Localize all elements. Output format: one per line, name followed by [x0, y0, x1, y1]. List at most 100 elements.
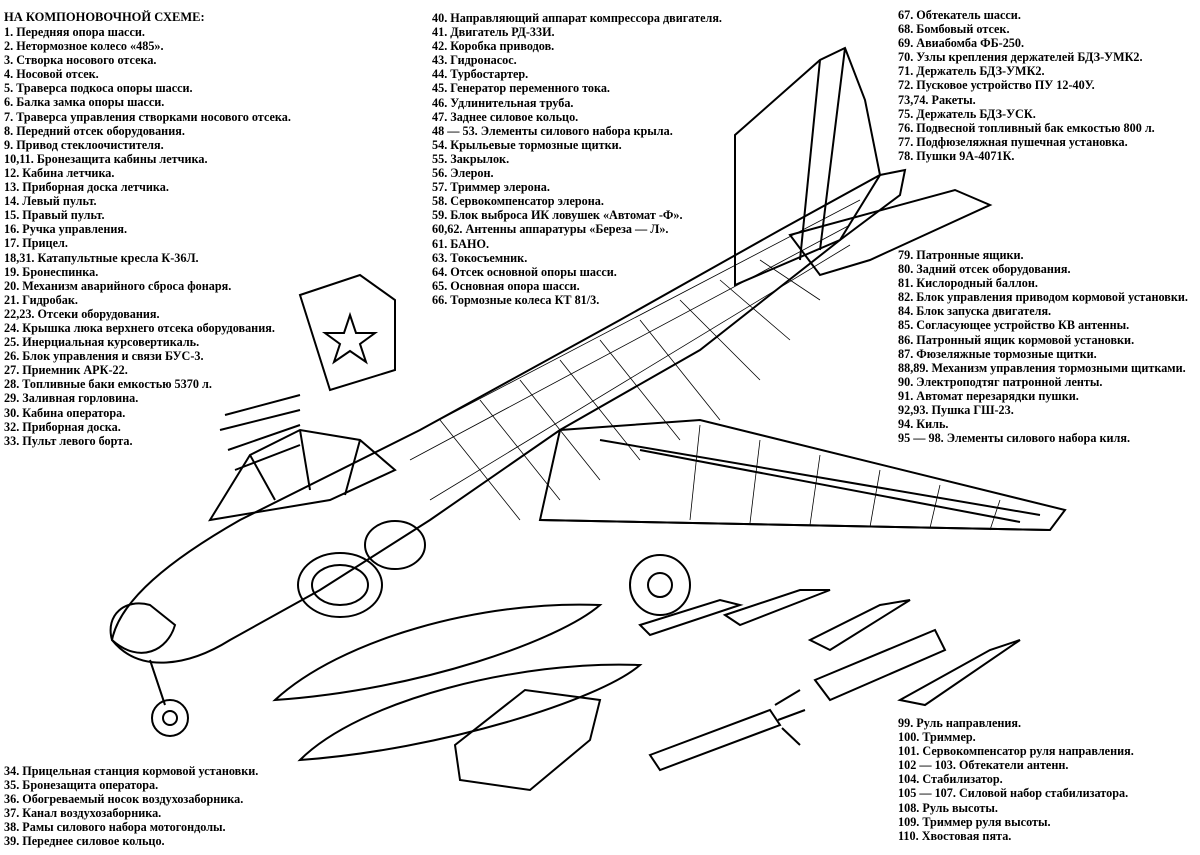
legend-item: 110. Хвостовая пята. — [898, 828, 1012, 843]
legend-heading: НА КОМПОНОВОЧНОЙ СХЕМЕ: — [4, 10, 205, 24]
legend-item: 85. Согласующее устройство КВ антенны. — [898, 318, 1130, 333]
legend-column-3: 67. Обтекатель шасси.68. Бомбовый отсек.… — [898, 8, 1155, 163]
drop-tank-2 — [297, 663, 643, 762]
legend-item: 36. Обогреваемый носок воздухозаборника. — [4, 792, 244, 807]
legend-item: 40. Направляющий аппарат компрессора дви… — [432, 11, 722, 25]
missile-3 — [807, 599, 911, 652]
legend-item: 69. Авиабомба ФБ-250. — [898, 36, 1025, 51]
drop-tank-1 — [272, 603, 603, 702]
legend-item: 73,74. Ракеты. — [898, 92, 976, 107]
legend-item: 55. Закрылок. — [432, 151, 510, 166]
legend-item: 39. Переднее силовое кольцо. — [4, 834, 165, 849]
legend-item: 45. Генератор переменного тока. — [432, 81, 610, 96]
legend-item: 65. Основная опора шасси. — [432, 278, 580, 293]
legend-item: 63. Токосъемник. — [432, 250, 528, 265]
legend-item: 61. БАНО. — [432, 236, 489, 251]
legend-item: 7. Траверса управления створками носовог… — [4, 109, 291, 124]
legend-item: 92,93. Пушка ГШ-23. — [898, 403, 1014, 418]
legend-item: 37. Канал воздухозаборника. — [4, 806, 162, 821]
legend-item: 30. Кабина оператора. — [4, 405, 126, 420]
legend-item: 87. Фюзеляжные тормозные щитки. — [898, 346, 1097, 361]
legend-item: 105 — 107. Силовой набор стабилизатора. — [898, 786, 1129, 801]
legend-item: 2. Нетормозное колесо «485». — [4, 39, 164, 54]
legend-item: 82. Блок управления приводом кормовой ус… — [898, 290, 1188, 305]
missile-1 — [638, 598, 744, 637]
legend-item: 48 — 53. Элементы силового набора крыла. — [432, 123, 673, 138]
legend-item: 67. Обтекатель шасси. — [898, 8, 1021, 22]
legend-item: 28. Топливные баки емкостью 5370 л. — [4, 377, 212, 392]
legend-item: 5. Траверса подкоса опоры шасси. — [4, 81, 193, 96]
cannon-pod — [453, 688, 602, 792]
legend-item: 59. Блок выброса ИК ловушек «Автомат -Ф»… — [432, 208, 683, 223]
legend-item: 32. Приборная доска. — [4, 419, 121, 434]
legend-item: 102 — 103. Обтекатели антенн. — [898, 758, 1069, 773]
legend-column-2: 40. Направляющий аппарат компрессора дви… — [432, 11, 722, 307]
legend-item: 99. Руль направления. — [898, 716, 1022, 730]
legend-item: 20. Механизм аварийного сброса фонаря. — [4, 278, 232, 293]
legend-item: 27. Приемник АРК-22. — [4, 363, 128, 378]
legend-item: 21. Гидробак. — [4, 292, 78, 307]
legend-item: 46. Удлинительная труба. — [432, 95, 574, 110]
legend-item: 1. Передняя опора шасси. — [4, 25, 145, 39]
legend-item: 90. Электроподтяг патронной ленты. — [898, 374, 1103, 389]
legend-item: 57. Триммер элерона. — [432, 180, 550, 195]
legend-item: 77. Подфюзеляжная пушечная установка. — [898, 134, 1128, 149]
legend-item: 109. Триммер руля высоты. — [898, 814, 1051, 829]
legend-item: 47. Заднее силовое кольцо. — [432, 109, 579, 124]
legend-item: 88,89. Механизм управления тормозными щи… — [898, 360, 1186, 375]
legend-column-6: 99. Руль направления.100. Триммер.101. С… — [898, 716, 1134, 843]
legend-item: 78. Пушки 9А-4071К. — [898, 148, 1015, 163]
legend-item: 66. Тормозные колеса КТ 81/3. — [432, 292, 600, 307]
main-wheel — [629, 554, 691, 616]
legend-item: 80. Задний отсек оборудования. — [898, 262, 1071, 277]
legend-item: 18,31. Катапультные кресла К-36Л. — [4, 250, 199, 265]
engine-intake — [297, 552, 383, 618]
vertical-fin — [734, 46, 882, 287]
horizontal-stabilizer — [788, 188, 993, 277]
legend-item: 6. Балка замка опоры шасси. — [4, 95, 165, 110]
legend-item: 104. Стабилизатор. — [898, 772, 1003, 787]
legend-item: 100. Триммер. — [898, 730, 976, 745]
fuel-pod — [813, 628, 947, 702]
bomb — [648, 708, 782, 772]
legend-item: 8. Передний отсек оборудования. — [4, 123, 185, 138]
legend-item: 56. Элерон. — [432, 166, 494, 181]
legend-item: 22,23. Отсеки оборудования. — [4, 306, 160, 321]
legend-item: 16. Ручка управления. — [4, 222, 128, 237]
legend-item: 101. Сервокомпенсатор руля направления. — [898, 744, 1134, 759]
star-insignia — [321, 311, 379, 365]
legend-item: 42. Коробка приводов. — [432, 39, 555, 54]
legend-item: 38. Рамы силового набора мотогондолы. — [4, 820, 226, 835]
left-wing — [298, 273, 396, 392]
legend-item: 91. Автомат перезарядки пушки. — [898, 388, 1079, 403]
legend-item: 58. Сервокомпенсатор элерона. — [432, 194, 604, 209]
legend-item: 41. Двигатель РД-33И. — [432, 25, 555, 40]
legend-item: 33. Пульт левого борта. — [4, 433, 133, 448]
legend-item: 35. Бронезащита оператора. — [4, 778, 159, 793]
legend-item: 44. Турбостартер. — [432, 67, 529, 82]
legend-item: 81. Кислородный баллон. — [898, 276, 1038, 291]
legend-item: 94. Киль. — [898, 417, 949, 432]
legend-item: 24. Крышка люка верхнего отсека оборудов… — [4, 320, 275, 335]
legend-item: 75. Держатель БДЗ-УСК. — [898, 106, 1036, 121]
legend-item: 13. Приборная доска летчика. — [4, 180, 169, 195]
legend-item: 10,11. Бронезащита кабины летчика. — [4, 151, 208, 166]
missile-2 — [722, 589, 831, 627]
legend-column-1: 1. Передняя опора шасси.2. Нетормозное к… — [4, 25, 291, 448]
legend-item: 84. Блок запуска двигателя. — [898, 304, 1052, 319]
legend-column-4: 79. Патронные ящики.80. Задний отсек обо… — [898, 248, 1188, 445]
legend-item: 86. Патронный ящик кормовой установки. — [898, 332, 1135, 347]
legend-item: 72. Пусковое устройство ПУ 12-40У. — [898, 78, 1095, 93]
legend-item: 34. Прицельная станция кормовой установк… — [4, 764, 259, 778]
legend-item: 15. Правый пульт. — [4, 208, 105, 223]
legend-item: 43. Гидронасос. — [432, 53, 517, 68]
legend-item: 68. Бомбовый отсек. — [898, 22, 1010, 37]
legend-item: 108. Руль высоты. — [898, 800, 998, 815]
legend-item: 76. Подвесной топливный бак емкостью 800… — [898, 120, 1155, 135]
legend-item: 9. Привод стеклоочистителя. — [4, 137, 164, 152]
legend-item: 29. Заливная горловина. — [4, 391, 139, 406]
nose-cone — [109, 602, 177, 654]
fuselage-outline — [110, 168, 907, 664]
missile-4 — [897, 639, 1021, 707]
